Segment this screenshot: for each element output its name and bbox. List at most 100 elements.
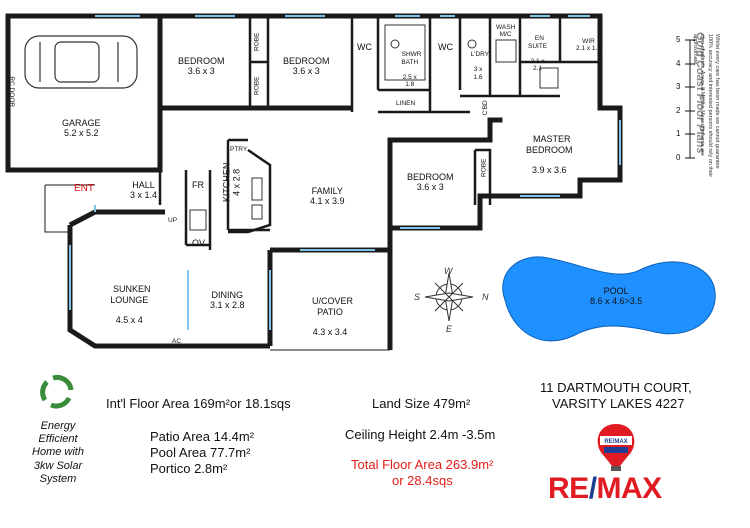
recycle-icon — [40, 374, 74, 409]
family-dim: 4.1 x 3.9 — [310, 196, 345, 207]
eco-note: Energy Efficient Home with 3kw Solar Sys… — [32, 420, 84, 485]
robe-b-label: ROBE — [253, 76, 261, 95]
bedroom-b-dim: 3.6 x 3 — [292, 66, 320, 77]
remax-balloon-icon — [597, 424, 635, 471]
hall-label: HALL 3 x 1.4 — [130, 180, 157, 201]
entry-label: ENT — [74, 183, 94, 194]
patio-area: Patio Area 14.4m² — [150, 429, 255, 444]
remax-logo-re: RE — [548, 472, 589, 505]
ensuite-name: EN SUITE — [528, 35, 548, 50]
family-label: FAMILY 4.1 x 3.9 — [310, 186, 345, 207]
remax-logo-slash: / — [588, 472, 597, 505]
patio-label: U/COVER PATIO 4.3 x 3.4 — [307, 286, 353, 348]
car-icon — [24, 35, 138, 89]
bedroom-c-dim: 3.6 x 3 — [416, 182, 444, 193]
family-name: FAMILY — [311, 186, 343, 196]
kitchen-fixtures — [189, 24, 559, 231]
compass-east: E — [446, 324, 453, 334]
kitchen-name: KITCHEN — [221, 162, 232, 203]
ensuite-dim: 2.1 x 2.1 — [530, 57, 545, 73]
scale-tick-0: 0 — [676, 153, 681, 162]
ensuite-label: EN SUITE 2.1 x 2.1 — [528, 28, 547, 80]
bedroom-c-name: BEDROOM — [407, 172, 454, 182]
remax-balloon-text: RE/MAX — [604, 439, 627, 445]
master-label: MASTER BEDROOM 3.9 x 3.6 — [526, 124, 573, 186]
rc-door-label: RC DOOR — [8, 76, 16, 108]
bedroom-b-label: BEDROOM 3.6 x 3 — [283, 56, 330, 77]
sunken-lounge-name: SUNKEN LOUNGE — [110, 284, 151, 305]
wc-b-label: WC — [438, 42, 453, 52]
disclaimer-text: Whilst every care has been made we canno… — [691, 34, 720, 178]
pantry-label: PTRY — [230, 146, 248, 153]
master-dim: 3.9 x 3.6 — [531, 165, 567, 176]
dining-name: DINING — [211, 290, 244, 300]
laundry-name: L'DRY — [470, 51, 490, 59]
scale-tick-4: 4 — [676, 59, 681, 68]
bedroom-a-dim: 3.6 x 3 — [187, 66, 215, 77]
scale-tick-2: 2 — [676, 106, 681, 115]
portico-area: Portico 2.8m² — [150, 461, 228, 476]
fridge-label: FR — [192, 180, 204, 190]
scale-tick-3: 3 — [676, 82, 681, 91]
linen-label: LINEN — [396, 100, 416, 107]
total-floor-area: Total Floor Area 263.9m² — [351, 457, 494, 472]
pool-label: POOL 8.6 x 4.6>3.5 — [590, 286, 642, 307]
dining-dim: 3.1 x 2.8 — [210, 300, 245, 311]
bedroom-a-name: BEDROOM — [178, 56, 225, 66]
hall-name: HALL — [132, 180, 155, 190]
wir-label: WIR 2.1 x 1.4 — [576, 38, 601, 53]
oven-label: OV — [192, 238, 206, 248]
land-size: Land Size 479m² — [372, 396, 471, 411]
compass-icon — [424, 272, 474, 322]
hall-dim: 3 x 1.4 — [130, 190, 158, 201]
cbd-label: C'BD — [481, 100, 489, 116]
pool-dim: 8.6 x 4.6>3.5 — [590, 296, 643, 307]
sunken-lounge-label: SUNKEN LOUNGE 4.5 x 4 — [108, 274, 151, 336]
bedroom-b-name: BEDROOM — [283, 56, 330, 66]
garage-dim: 5.2 x 5.2 — [63, 128, 99, 139]
pool-name: POOL — [603, 286, 629, 296]
shower-bath-dim: 2.5 x 1.8 — [402, 73, 417, 89]
master-name: MASTER BEDROOM — [526, 134, 573, 155]
bedroom-c-label: BEDROOM 3.6 x 3 — [407, 172, 454, 193]
patio-name: U/COVER PATIO — [312, 296, 354, 317]
up-label: UP — [168, 217, 178, 224]
compass-west: W — [444, 266, 453, 276]
scale-tick-1: 1 — [676, 129, 681, 138]
interior-walls — [158, 16, 600, 250]
kitchen-dim: 4 x 2.8 — [231, 168, 242, 196]
wir-name: WIR — [582, 38, 595, 45]
patio-outline — [44, 184, 390, 351]
ceiling-height: Ceiling Height 2.4m -3.5m — [345, 427, 496, 442]
pool-shape — [502, 256, 716, 342]
windows — [69, 15, 621, 330]
laundry-label: L'DRY 3 x 1.6 — [467, 44, 489, 89]
wc-a-label: WC — [357, 42, 372, 52]
shower-bath-name: SHWR BATH — [401, 51, 422, 66]
garage-name: GARAGE — [62, 118, 101, 128]
robe-a-label: ROBE — [253, 32, 261, 51]
sunken-lounge-dim: 4.5 x 4 — [115, 315, 143, 326]
kitchen-label: KITCHEN 4 x 2.8 — [221, 163, 242, 203]
remax-logo: RE/MAX — [548, 472, 662, 506]
dining-label: DINING 3.1 x 2.8 — [210, 290, 245, 311]
address-line-1: 11 DARTMOUTH COURT, — [540, 380, 692, 395]
ac-label: AC — [172, 338, 182, 345]
wash-mc-label: WASH M/C — [496, 24, 516, 39]
scale-bar — [685, 39, 695, 159]
compass-north: N — [482, 292, 489, 302]
remax-logo-max: MAX — [596, 472, 663, 505]
bedroom-a-label: BEDROOM 3.6 x 3 — [178, 56, 225, 77]
robe-c-label: ROBE — [480, 158, 488, 177]
laundry-dim: 3 x 1.6 — [473, 66, 483, 81]
total-floor-sqs: or 28.4sqs — [392, 473, 453, 488]
patio-dim: 4.3 x 3.4 — [312, 327, 348, 338]
scale-tick-5: 5 — [676, 35, 681, 44]
shower-bath-label: SHWR BATH 2.5 x 1.8 — [398, 44, 421, 96]
garage-label: GARAGE 5.2 x 5.2 — [62, 118, 101, 139]
intl-floor-area: Int'l Floor Area 169m²or 18.1sqs — [106, 396, 291, 411]
wir-dim: 2.1 x 1.4 — [576, 45, 601, 53]
address-line-2: VARSITY LAKES 4227 — [552, 396, 685, 411]
pool-area: Pool Area 77.7m² — [150, 445, 251, 460]
